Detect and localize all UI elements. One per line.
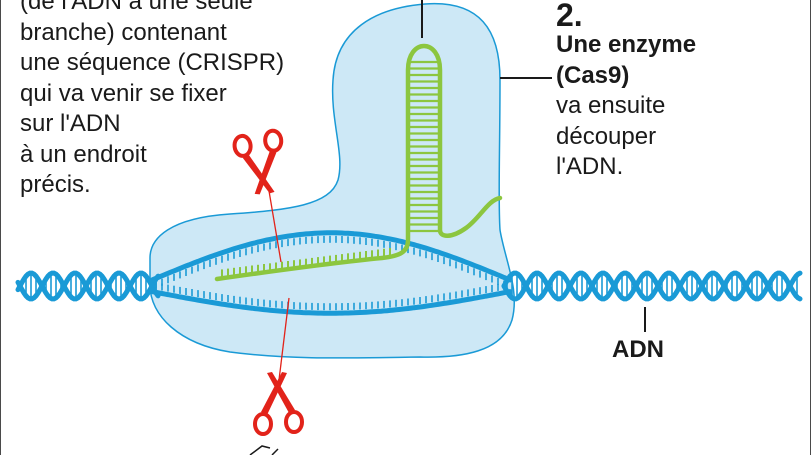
- step-2-text-line: découper: [556, 122, 657, 150]
- step-2-description: 2. Une enzyme (Cas9) va ensuite découper l…: [556, 0, 696, 183]
- dna-strand: [15, 270, 161, 302]
- dna-strand: [501, 270, 803, 302]
- dna-strand: [501, 270, 803, 302]
- cut-pointer-line-top: [267, 184, 282, 263]
- scissors-icon: [232, 128, 284, 195]
- step-1-text-line: qui va venir se fixer: [20, 79, 227, 107]
- cas9-enzyme-shape: [149, 2, 516, 359]
- enzyme-title-line-2: (Cas9): [556, 61, 630, 89]
- step-1-text-line: précis.: [20, 171, 91, 198]
- step-1-text-line: une séquence (CRISPR): [20, 49, 285, 76]
- frame-border-left: [0, 0, 1, 455]
- enzyme-title-line-1: Une enzyme: [556, 31, 697, 58]
- dna-strand-opened-bottom: [147, 288, 513, 316]
- dna-double-helix: [15, 230, 803, 316]
- step-1-description: (de l'ADN à une seule branche) contenant u…: [20, 0, 284, 201]
- step-2-text-line: va ensuite: [556, 92, 666, 119]
- step-1-text-line: branche) contenant: [20, 18, 227, 46]
- dna-strand-opened-top: [147, 230, 513, 284]
- step-number: 2.: [556, 0, 583, 33]
- step-2-body: va ensuite découper l'ADN.: [556, 91, 696, 183]
- dna-label: ADN: [612, 336, 664, 363]
- guide-rna-hairpin: [214, 43, 503, 282]
- step-1-text-line: à un endroit: [20, 140, 147, 168]
- cut-pointer-line-bottom: [278, 297, 290, 381]
- scissors-icon: [253, 372, 304, 436]
- step-1-text-line: (de l'ADN à une seule: [20, 0, 253, 15]
- scissors-icon-partial: [249, 445, 279, 455]
- step-2-text-line: l'ADN.: [556, 153, 624, 180]
- step-1-text-line: sur l'ADN: [20, 110, 121, 137]
